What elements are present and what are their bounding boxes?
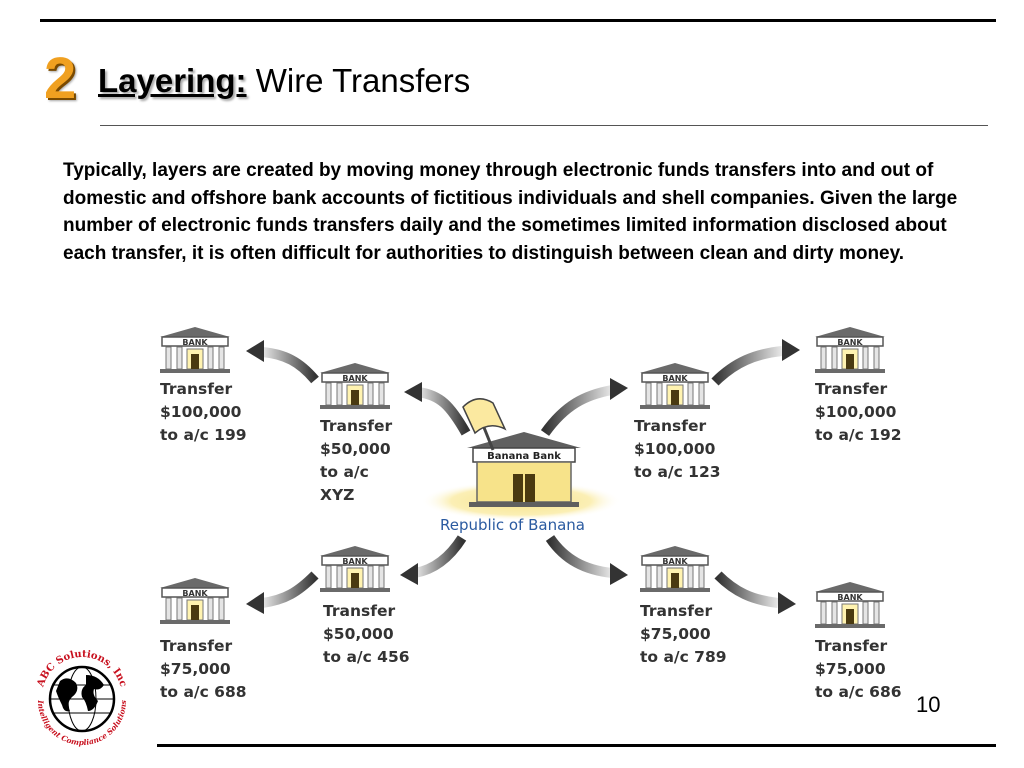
bank-icon-left-top [319, 362, 391, 410]
transfer-label-123: Transfer $100,000 to a/c 123 [634, 417, 721, 481]
transfer-label-789: Transfer $75,000 to a/c 789 [640, 602, 727, 666]
bank-icon-left-bottom [319, 545, 391, 593]
bottom-rule [157, 744, 996, 747]
title-divider [100, 125, 988, 126]
bank-icon-far-left-top [159, 326, 231, 374]
bank-icon-far-left-bottom [159, 577, 231, 625]
body-paragraph: Typically, layers are created by moving … [63, 160, 958, 264]
abc-solutions-logo: ABC Solutions, Inc Intelligent Complianc… [35, 649, 128, 747]
transfer-label-192: Transfer $100,000 to a/c 192 [815, 380, 902, 444]
arrow-center-to-right-top [540, 378, 628, 436]
arrow-right-bottom-to-far-right [714, 571, 796, 614]
arrow-left-bottom-to-far-left [246, 571, 319, 614]
flag-icon [462, 398, 507, 451]
bank-icon-right-top [639, 362, 711, 410]
arrow-center-to-left-bottom [400, 535, 467, 585]
slide-title-emphasis: Layering: [98, 62, 247, 99]
bank-icon-far-right-top [814, 326, 886, 374]
slide-number-badge: 2 [44, 46, 77, 111]
arrow-right-top-to-far-right [711, 339, 800, 386]
transfer-label-xyz: Transfer $50,000 to a/c XYZ [320, 417, 393, 504]
arrow-center-to-right-bottom [545, 535, 628, 585]
transfer-label-688: Transfer $75,000 to a/c 688 [160, 637, 247, 701]
country-label: Republic of Banana [440, 516, 585, 534]
top-rule [40, 19, 996, 22]
arrow-left-top-to-far-left [246, 340, 319, 384]
transfer-label-686: Transfer $75,000 to a/c 686 [815, 637, 902, 701]
central-bank-sign: Banana Bank [487, 451, 561, 462]
bank-icon-far-right-bottom [814, 581, 886, 629]
transfer-label-199: Transfer $100,000 to a/c 199 [160, 380, 247, 444]
transfer-label-456: Transfer $50,000 to a/c 456 [323, 602, 410, 666]
central-bank-icon: Banana Bank [467, 432, 581, 507]
slide-title-rest: Wire Transfers [255, 62, 471, 99]
slide-title: Layering: Wire Transfers [98, 64, 470, 97]
bank-icon-right-bottom [639, 545, 711, 593]
arrow-center-to-left-top [404, 382, 471, 436]
page-number: 10 [916, 692, 941, 717]
